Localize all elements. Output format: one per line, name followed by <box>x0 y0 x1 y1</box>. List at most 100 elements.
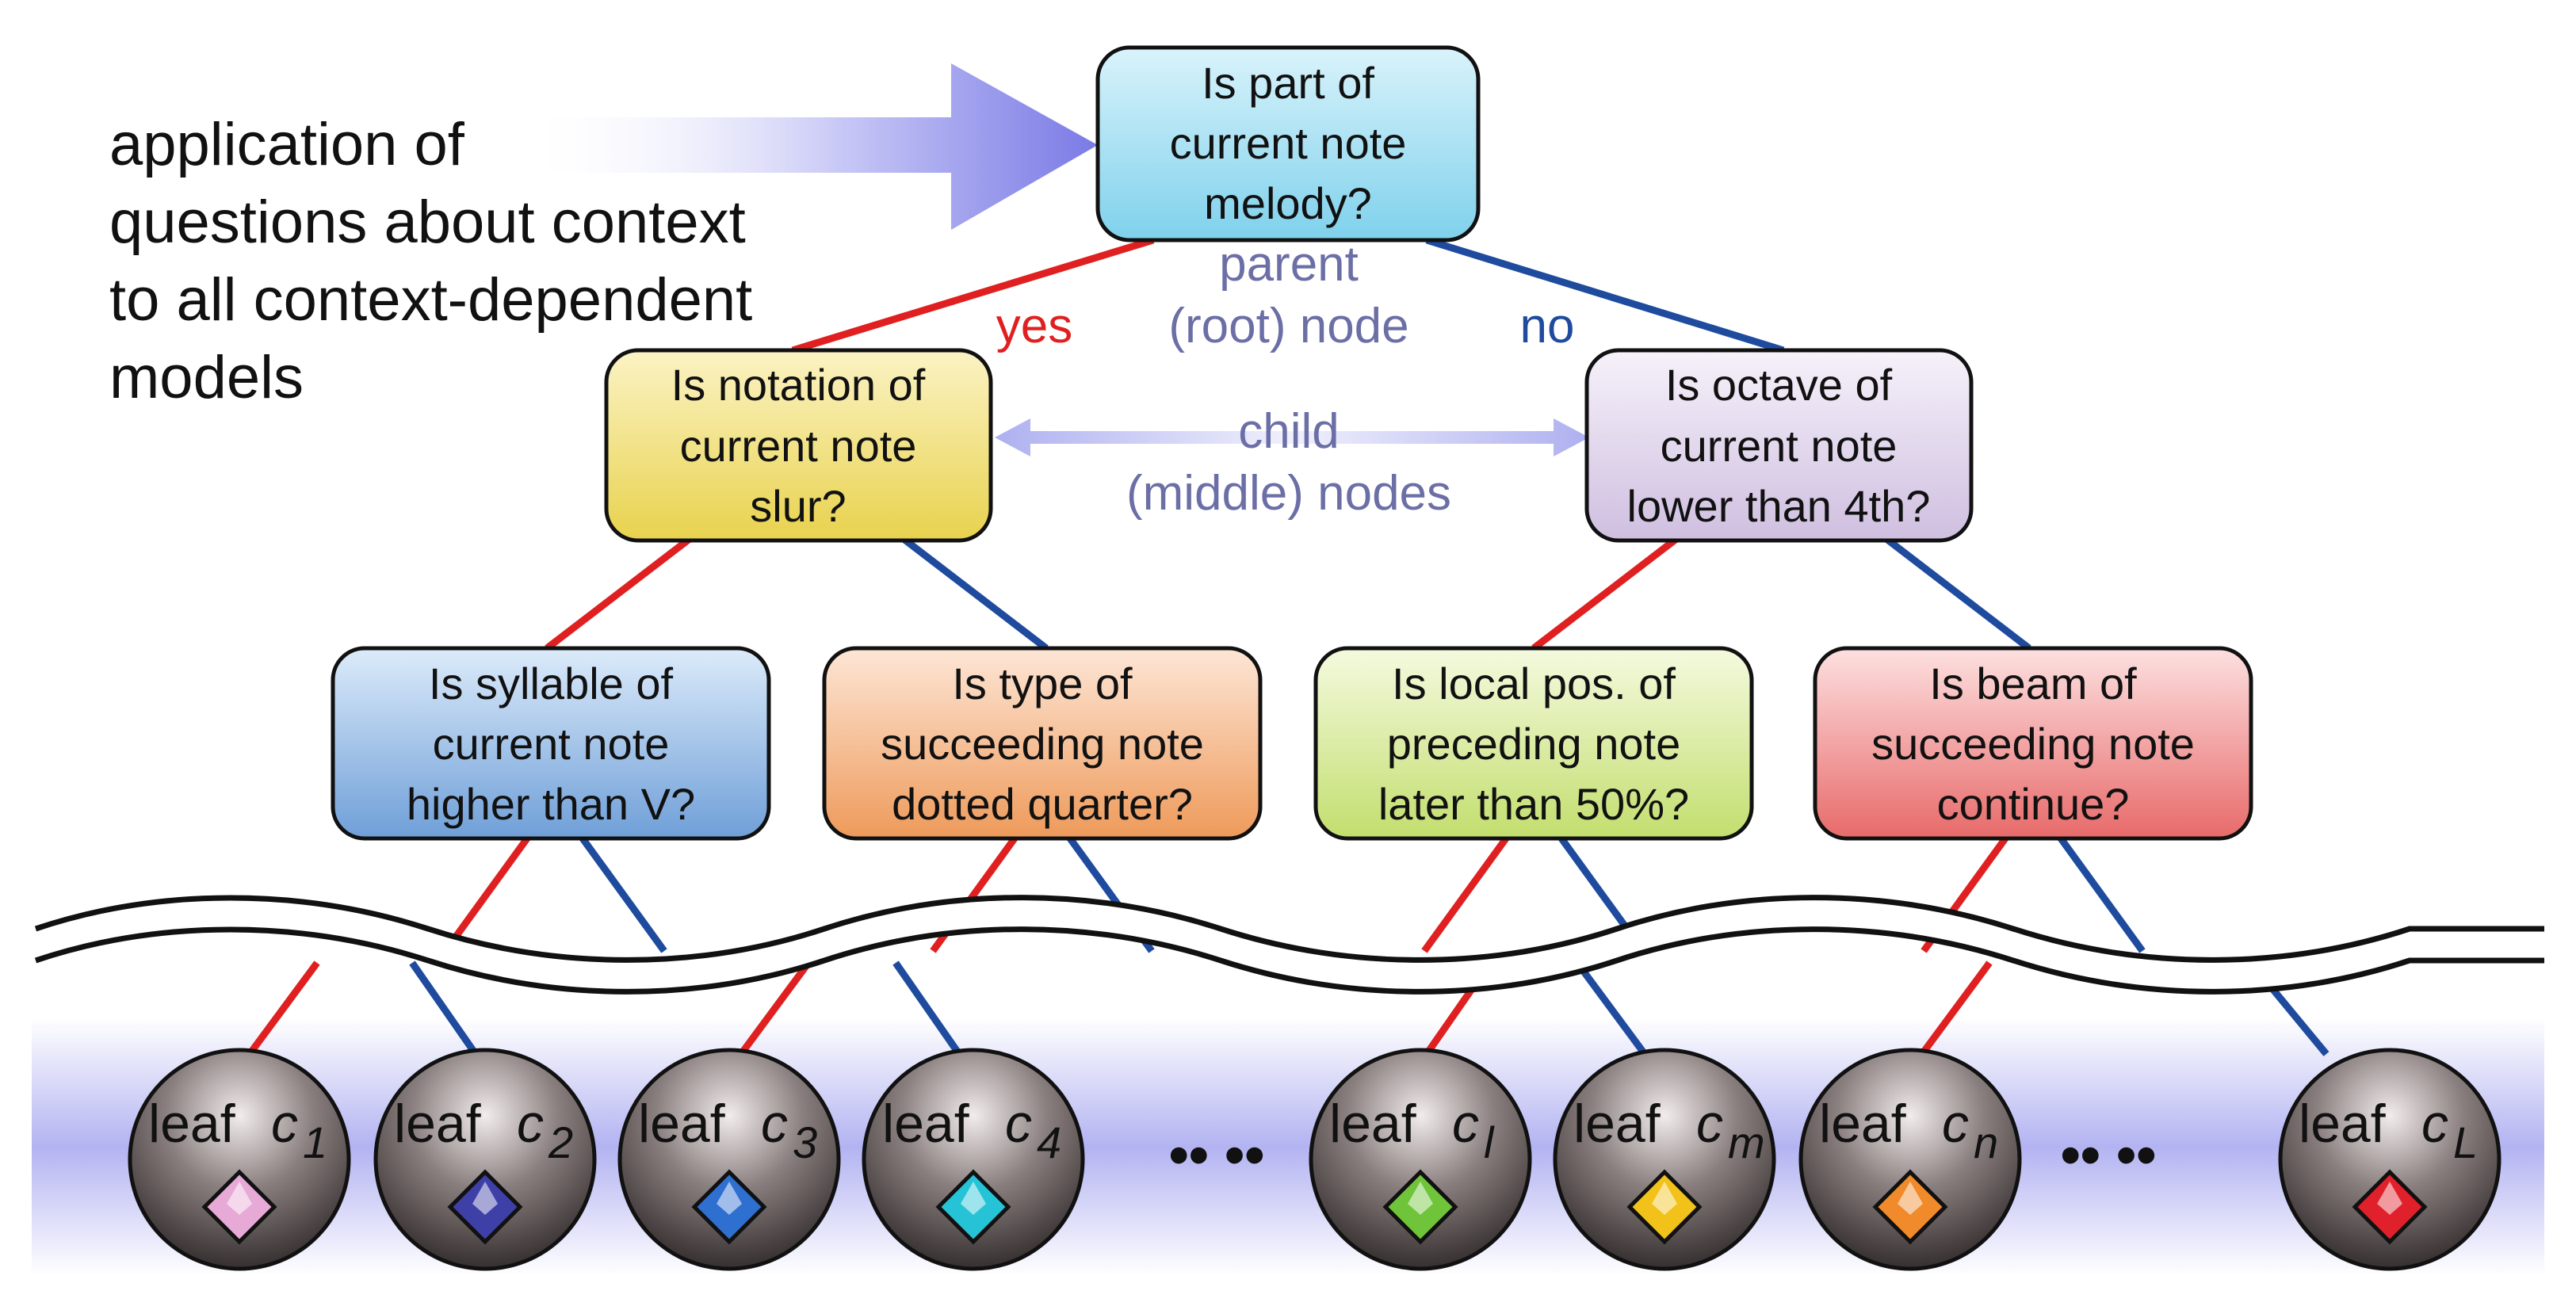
intro-line-4: models <box>109 344 304 411</box>
lower-node-1-line-1: Is syllable of <box>429 659 674 708</box>
wave-break <box>34 895 2544 995</box>
middle-node-1: Is notation of current note slur? <box>604 348 993 543</box>
middle-node-2-line-1: Is octave of <box>1665 360 1893 410</box>
lower-node-3-line-1: Is local pos. of <box>1392 659 1676 708</box>
root-node: Is part of current note melody? <box>1095 45 1481 242</box>
leaf-subscript: n <box>1974 1117 1998 1167</box>
edge-root-yes <box>791 236 1155 354</box>
root-label-line-2: (root) node <box>1168 299 1408 353</box>
child-label-line-1: child <box>1238 404 1340 459</box>
ellipsis-2: •• •• <box>2061 1124 2157 1187</box>
edge-mid1-yes <box>545 536 692 651</box>
leaf-subscript: L <box>2453 1117 2478 1167</box>
leaf-circle <box>1553 1048 1776 1271</box>
lower-node-4: Is beam of succeeding note continue? <box>1813 646 2253 841</box>
leaf-symbol: c <box>517 1094 544 1154</box>
child-label-line-2: (middle) nodes <box>1126 466 1451 521</box>
leaf-symbol: c <box>271 1094 298 1154</box>
leaf-label: leaf <box>148 1094 235 1154</box>
intro-line-2: questions about context <box>109 189 746 256</box>
ellipsis-1: •• •• <box>1169 1124 1265 1187</box>
yes-label: yes <box>996 299 1072 353</box>
lower-node-1: Is syllable of current note higher than … <box>331 646 771 841</box>
lower-node-2-line-2: succeeding note <box>881 719 1204 769</box>
child-double-arrow <box>995 418 1589 456</box>
leaf-diamond-highlight <box>2377 1182 2402 1215</box>
root-node-line-3: melody? <box>1204 178 1372 228</box>
leaf-subscript: 4 <box>1037 1117 1061 1167</box>
lower-node-4-line-3: continue? <box>1937 779 2130 829</box>
leaf-diamond-highlight <box>1898 1182 1923 1215</box>
middle-node-1-line-3: slur? <box>750 481 846 531</box>
lower-node-2: Is type of succeeding note dotted quarte… <box>822 646 1263 841</box>
lower-node-3-line-3: later than 50%? <box>1378 779 1689 829</box>
leaf-label: leaf <box>882 1094 969 1154</box>
no-label: no <box>1520 299 1575 353</box>
leaf-label: leaf <box>1819 1094 1906 1154</box>
leaf-label: leaf <box>394 1094 481 1154</box>
leaf-symbol: c <box>1005 1094 1032 1154</box>
root-node-line-2: current note <box>1170 118 1407 168</box>
leaf-subscript: 1 <box>303 1117 327 1167</box>
leaf-circle <box>862 1048 1085 1271</box>
lower-node-3: Is local pos. of preceding note later th… <box>1313 646 1754 841</box>
middle-node-1-line-2: current note <box>680 421 917 471</box>
lower-node-4-line-1: Is beam of <box>1929 659 2137 708</box>
lower-node-3-line-2: preceding note <box>1387 719 1681 769</box>
lower-node-2-line-3: dotted quarter? <box>892 779 1193 829</box>
leaf-circle <box>373 1048 597 1271</box>
intro-line-3: to all context-dependent <box>109 266 752 334</box>
leaf-diamond-highlight <box>961 1182 986 1215</box>
leaf-symbol: c <box>1942 1094 1969 1154</box>
lower-node-1-line-3: higher than V? <box>407 779 695 829</box>
edge-root-no <box>1425 236 1785 354</box>
middle-node-2: Is octave of current note lower than 4th… <box>1584 348 1974 543</box>
leaf-subscript: m <box>1728 1117 1765 1167</box>
leaf-diamond-highlight <box>1652 1182 1677 1215</box>
intro-text: application of questions about context t… <box>109 111 752 411</box>
leaf-symbol: c <box>761 1094 788 1154</box>
leaf-label: leaf <box>638 1094 725 1154</box>
leaf-label: leaf <box>1329 1094 1416 1154</box>
leaf-label: leaf <box>2299 1094 2386 1154</box>
middle-node-1-line-1: Is notation of <box>671 360 926 410</box>
edge-mid1-no <box>901 536 1049 651</box>
leaf-label: leaf <box>1573 1094 1661 1154</box>
middle-node-2-line-2: current note <box>1661 421 1898 471</box>
edge-mid2-yes <box>1531 536 1679 651</box>
lower-node-1-line-2: current note <box>433 719 670 769</box>
leaf-circle <box>1309 1048 1532 1271</box>
lower-edges-bottom <box>247 960 2329 1056</box>
leaf-symbol: c <box>1452 1094 1479 1154</box>
root-label-line-1: parent <box>1219 237 1359 292</box>
application-arrow <box>523 63 1098 230</box>
leaf-subscript: 3 <box>793 1117 817 1167</box>
middle-node-2-line-3: lower than 4th? <box>1627 481 1931 531</box>
leaf-subscript: 2 <box>548 1117 573 1167</box>
leaf-circle <box>1798 1048 2022 1271</box>
leaf-subscript: l <box>1484 1117 1495 1167</box>
edge-mid2-no <box>1884 536 2031 651</box>
leaf-diamond-highlight <box>227 1182 252 1215</box>
leaf-symbol: c <box>2421 1094 2448 1154</box>
intro-line-1: application of <box>109 111 465 178</box>
leaf-diamond-highlight <box>1408 1182 1433 1215</box>
leaf-diamond-highlight <box>472 1182 498 1215</box>
leaf-diamond-highlight <box>717 1182 742 1215</box>
leaf-circle <box>617 1048 841 1271</box>
root-node-line-1: Is part of <box>1202 58 1374 108</box>
lower-node-2-line-1: Is type of <box>952 659 1133 708</box>
lower-node-4-line-2: succeeding note <box>1871 719 2195 769</box>
leaf-symbol: c <box>1696 1094 1723 1154</box>
